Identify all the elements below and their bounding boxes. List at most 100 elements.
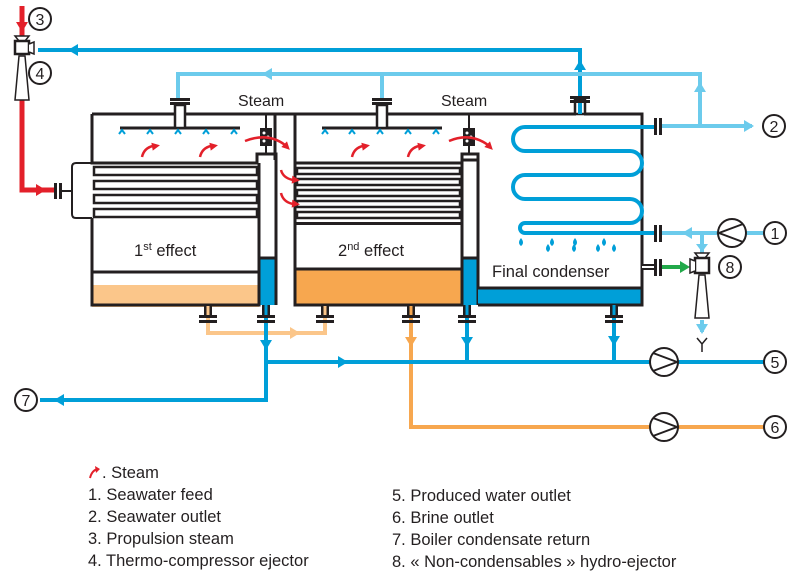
seawater-outlet-flange	[654, 118, 662, 135]
evaporator-tube	[295, 166, 462, 176]
legend-item: 8. « Non-condensables » hydro-ejector	[392, 553, 677, 571]
droplet	[612, 244, 616, 252]
pump-icon	[649, 412, 680, 442]
stream-marker-3: 3	[28, 7, 52, 31]
steam-arrowhead	[209, 142, 218, 151]
heating-tube	[92, 165, 259, 177]
legend-item-steam: . Steam	[88, 462, 309, 484]
boiler-condensate-pipe	[40, 362, 268, 406]
spray-nozzle	[146, 128, 154, 135]
heating-tube	[92, 179, 259, 191]
spray-nozzle	[432, 128, 440, 135]
legend-right: 5. Produced water outlet 6. Brine outlet…	[392, 485, 676, 573]
marker-circle	[28, 7, 52, 31]
seawater-feed-pipe	[660, 227, 766, 352]
steam-arrowhead	[151, 142, 160, 151]
steam-arrowhead	[291, 199, 300, 208]
first-effect-label: 1st effect	[134, 241, 197, 260]
demister-icon	[463, 114, 475, 154]
condensate-drain-flange	[257, 305, 275, 323]
marker-number: 3	[36, 12, 45, 29]
evaporator-tube	[295, 177, 462, 187]
legend-item: 5. Produced water outlet	[392, 487, 571, 505]
stream-marker-1: 1	[763, 221, 787, 245]
heating-tube	[92, 193, 259, 205]
thermo-compressor-ejector-icon	[13, 35, 35, 101]
droplet	[546, 244, 550, 252]
steam-arrow	[350, 144, 364, 158]
final-condenser-label: Final condenser	[492, 263, 610, 281]
steam-arrow-icon	[140, 136, 493, 208]
steam-arrow	[279, 192, 294, 206]
marker-number: 1	[771, 226, 780, 243]
propulsion-steam-pipe	[16, 6, 55, 196]
evaporator-tube	[295, 188, 462, 198]
legend-item: 3. Propulsion steam	[88, 530, 234, 548]
spray-nozzle-icon	[118, 128, 238, 135]
droplet-icon	[519, 238, 616, 252]
steam-arrow	[198, 144, 212, 158]
first-effect-vessel	[54, 98, 278, 323]
steam-label: Steam	[238, 93, 284, 110]
droplet	[596, 244, 600, 252]
brine-drain-flange	[316, 305, 334, 323]
legend-left: . Steam 1. Seawater feed 2. Seawater out…	[88, 462, 309, 572]
seawater-inlet-flange	[654, 225, 662, 242]
spray-nozzle	[404, 128, 412, 135]
non-condensables-line	[660, 261, 690, 273]
spray-nozzle	[202, 128, 210, 135]
stream-marker-5: 5	[763, 350, 787, 374]
condenser-coil	[511, 125, 654, 235]
steam-arrowhead	[361, 142, 370, 151]
marker-number: 7	[22, 393, 31, 410]
steam-arrow	[244, 136, 286, 147]
spray-nozzle	[118, 128, 126, 135]
suction-line-to-thermo-compressor	[38, 44, 586, 98]
steam-arrowhead	[484, 141, 493, 150]
hydro-ejector-icon	[689, 252, 711, 319]
marker-number: 2	[770, 119, 779, 136]
steam-arrow-icon	[89, 466, 100, 479]
stream-marker-8: 8	[718, 255, 742, 279]
legend-item: 1. Seawater feed	[88, 486, 213, 504]
seawater-outlet-pipe	[660, 120, 754, 132]
second-effect-label: 2nd effect	[338, 241, 404, 260]
steam-arrowhead	[281, 141, 290, 150]
stream-marker-4: 4	[28, 61, 52, 85]
brine-outlet-pipe	[405, 318, 766, 429]
steam-arrow	[279, 169, 294, 182]
spray-nozzle	[348, 128, 356, 135]
spray-nozzle-icon	[321, 128, 440, 135]
spray-nozzle	[230, 128, 238, 135]
vent-flange	[642, 259, 662, 276]
marker-circle	[14, 388, 38, 412]
droplet	[519, 238, 523, 246]
demister-icon	[260, 114, 272, 154]
second-effect-vessel	[275, 98, 576, 323]
legend-item: 2. Seawater outlet	[88, 508, 221, 526]
marker-circle	[763, 415, 787, 439]
brine-outlet-flange	[402, 305, 420, 323]
evaporator-tube-bundle	[295, 166, 462, 220]
marker-number: 8	[726, 260, 735, 277]
produced-water-pipe	[260, 318, 766, 368]
evaporator-tube	[295, 210, 462, 220]
spray-nozzle	[174, 128, 182, 135]
marker-number: 5	[771, 355, 780, 372]
legend-item: 4. Thermo-compressor ejector	[88, 552, 309, 570]
droplet	[550, 238, 554, 246]
brine-drain-flange	[199, 305, 217, 323]
steam-arrow	[140, 144, 154, 158]
marker-circle	[763, 350, 787, 374]
steam-arrow	[448, 136, 489, 147]
legend-item: 7. Boiler condensate return	[392, 531, 591, 549]
stream-marker-2: 2	[762, 114, 786, 138]
marker-circle	[718, 255, 742, 279]
droplet	[602, 238, 606, 246]
pump-icon	[649, 347, 680, 377]
marker-number: 4	[36, 66, 45, 83]
final-condenser-vessel	[478, 96, 662, 323]
heating-tube	[92, 207, 259, 219]
